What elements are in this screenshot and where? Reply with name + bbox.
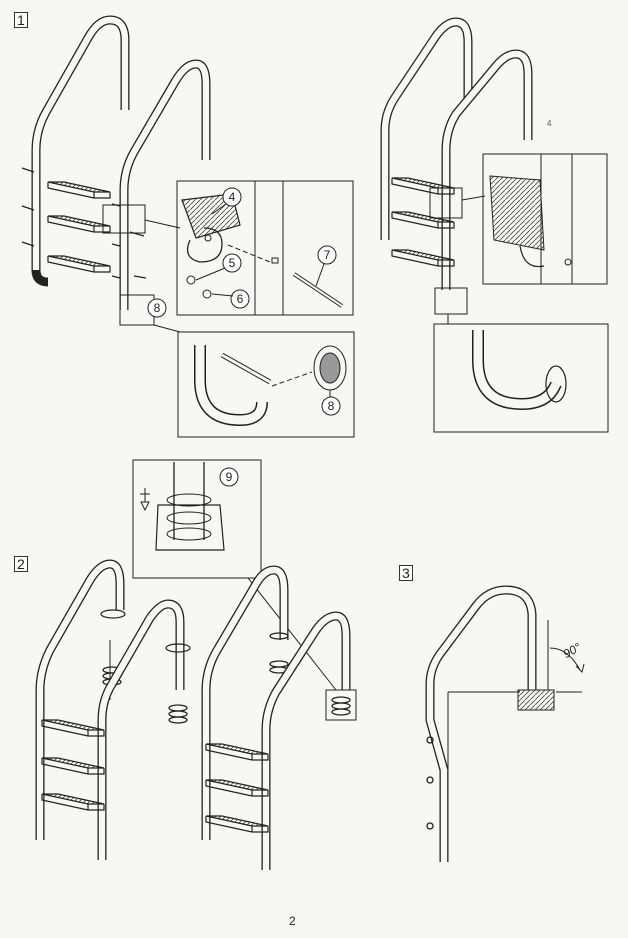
stray-mark: 4 — [547, 119, 552, 128]
step2-tread-5 — [205, 779, 269, 797]
callout-6: 6 — [237, 292, 244, 306]
step1-tread-1 — [47, 181, 111, 199]
step2-tread-3 — [41, 793, 105, 811]
callout-9: 9 — [226, 470, 233, 484]
step1-tread-3 — [47, 255, 111, 273]
callout-5: 5 — [229, 256, 236, 270]
step3-installation — [425, 585, 585, 862]
callout-8a: 8 — [154, 301, 161, 315]
step2-tread-1 — [41, 719, 105, 737]
step1-detail-foot — [119, 294, 355, 438]
step2-tread-4 — [205, 743, 269, 761]
step-1-label: 1 — [14, 12, 28, 28]
step2-tread-6 — [205, 815, 269, 833]
right-angle-label: 90° — [561, 640, 584, 661]
callout-8b: 8 — [328, 399, 335, 413]
step1-ladder-assembled — [380, 17, 609, 433]
step-3-label: 3 — [399, 565, 413, 581]
step2-tread-2 — [41, 757, 105, 775]
part-callouts — [147, 187, 341, 487]
step1-detail-bracket — [102, 180, 354, 316]
part-callout-labels: 4 5 6 7 8 8 9 — [154, 190, 335, 484]
anchor-detail — [132, 459, 337, 691]
callout-7: 7 — [324, 248, 331, 262]
step-2-label: 2 — [14, 556, 28, 572]
step2-ladders — [35, 559, 357, 870]
step1-tread-2 — [47, 215, 111, 233]
callout-4: 4 — [229, 190, 236, 204]
step1-ladder-exploded — [21, 15, 211, 310]
page-number: 2 — [289, 914, 296, 928]
